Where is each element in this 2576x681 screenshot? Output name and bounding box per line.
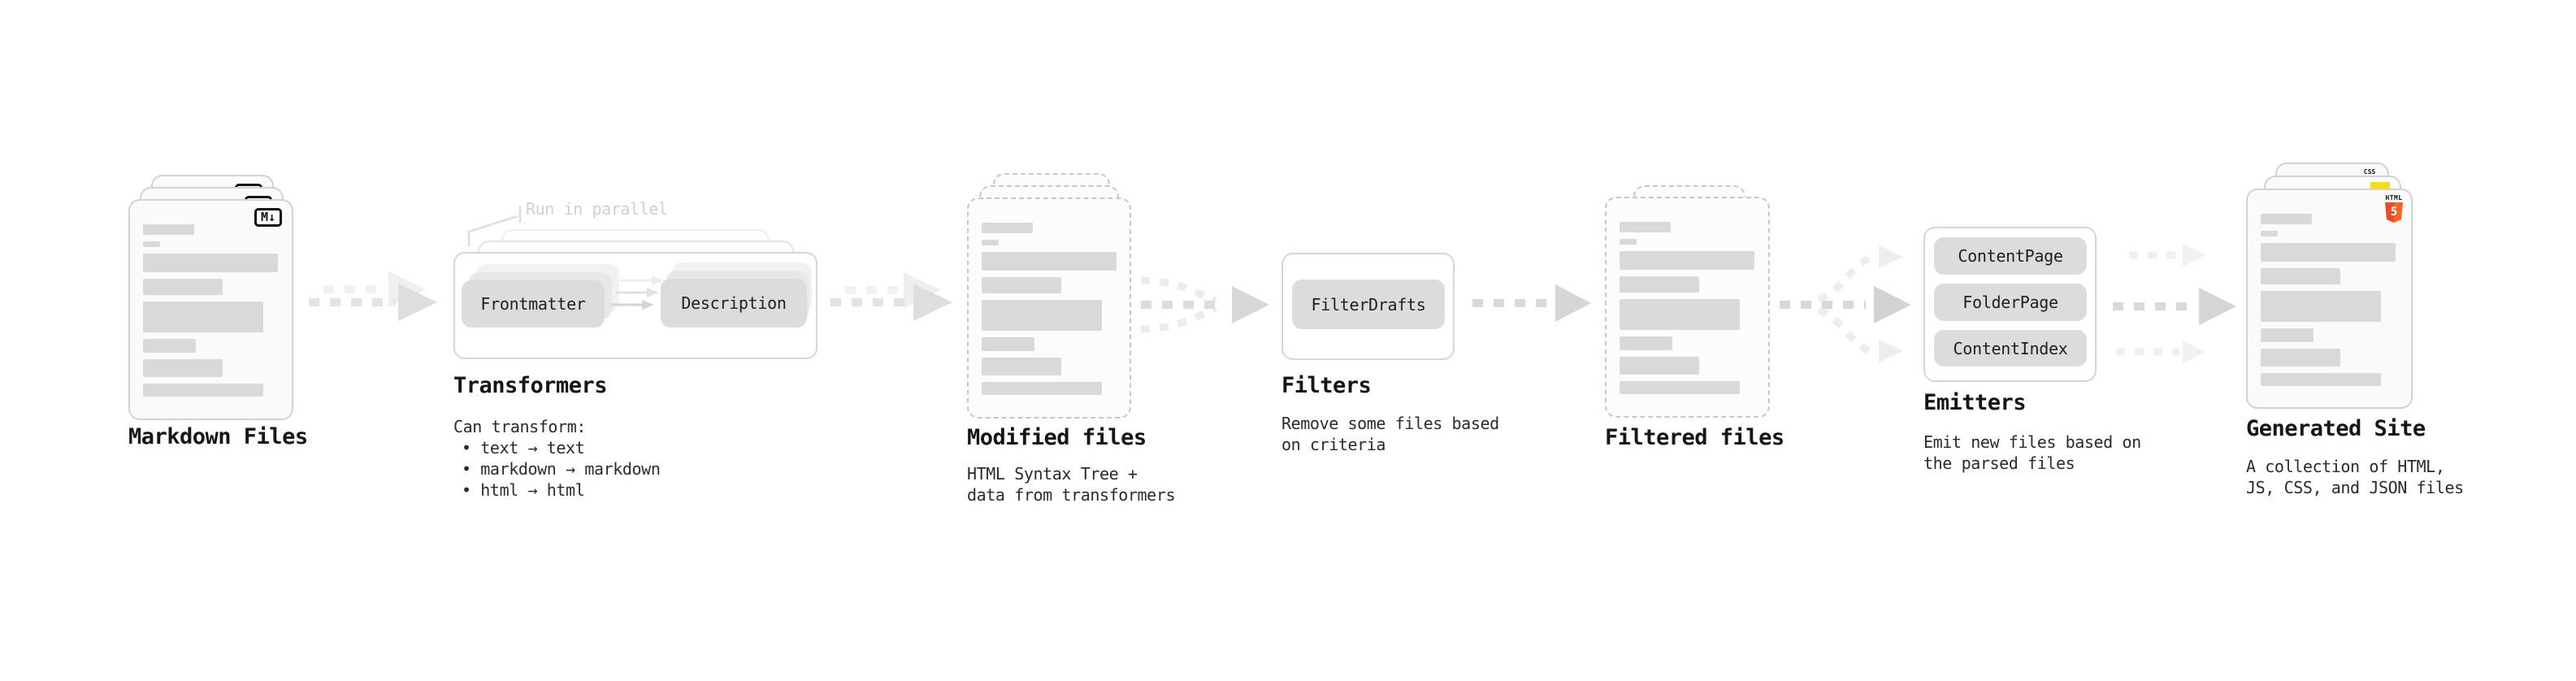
arrow-head-icon [1879,245,1903,268]
document-placeholder-lines [2261,214,2396,386]
description-pill: Description [661,279,807,327]
arrow-filters-to-filtered [1472,284,1591,322]
arrow-head-icon [388,271,426,307]
stage-title-markdown-files: Markdown Files [128,424,308,449]
arrow-head-icon [1555,284,1591,322]
arrow-head-icon [913,284,952,321]
filterdrafts-pill: FilterDrafts [1292,280,1445,329]
arrow-transformers-to-modified [830,272,952,321]
arrow-modified-to-filters [1140,276,1269,333]
arrow-markdown-to-transformers [309,271,437,321]
stage-title-filtered-files: Filtered files [1605,425,1785,450]
document-placeholder-lines [982,223,1117,395]
contentindex-pill: ContentIndex [1934,330,2087,367]
arrow-head-icon [1232,286,1269,323]
modified-file-card-front [967,197,1131,419]
document-placeholder-lines [1620,222,1754,394]
stage-title-modified-files: Modified files [967,425,1147,450]
stage-title-filters: Filters [1281,373,1372,398]
arrow-head-icon [2183,340,2205,363]
folderpage-pill: FolderPage [1934,284,2087,321]
arrow-head-icon [1879,340,1903,362]
filtered-file-card-front [1605,197,1770,418]
markdown-icon: M↓ [254,208,282,227]
document-placeholder-lines [143,224,278,397]
modified-files-description: HTML Syntax Tree + data from transformer… [967,464,1176,505]
stage-title-generated-site: Generated Site [2246,416,2426,441]
run-in-parallel-annotation: Run in parallel [526,199,668,219]
html5-icon: HTML 5 [2383,194,2405,223]
generated-file-card-front: HTML 5 [2246,189,2413,409]
arrow-emitters-to-generated [2113,244,2236,363]
arrow-head-icon [2183,244,2205,267]
filters-description: Remove some files based on criteria [1281,414,1499,454]
stage-title-emitters: Emitters [1923,390,2027,415]
markdown-file-card-front: M↓ [128,199,293,420]
generated-site-description: A collection of HTML, JS, CSS, and JSON … [2246,457,2464,497]
emitters-description: Emit new files based on the parsed files [1923,432,2141,473]
arrow-head-icon [1874,286,1911,323]
arrow-head-icon [904,272,941,308]
contentpage-pill: ContentPage [1934,237,2087,275]
stage-title-transformers: Transformers [453,373,608,398]
arrow-filtered-to-emitters [1780,245,1911,362]
frontmatter-pill: Frontmatter [462,280,605,327]
arrow-head-icon [2199,288,2236,325]
transformers-description: Can transform: • text → text • markdown … [453,417,661,500]
arrow-head-icon [398,284,437,321]
